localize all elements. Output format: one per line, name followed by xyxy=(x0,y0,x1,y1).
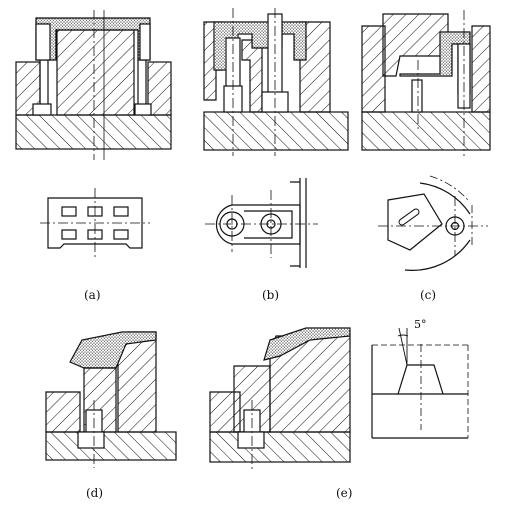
panel-b-section xyxy=(203,8,349,156)
panel-a-section xyxy=(15,10,172,160)
caption-e: (e) xyxy=(336,486,353,500)
caption-d: (d) xyxy=(86,486,104,500)
panel-angle-detail xyxy=(371,327,469,439)
caption-b: (b) xyxy=(262,288,280,302)
draft-angle-label: 5° xyxy=(414,318,427,331)
panel-c-section xyxy=(361,10,491,156)
panel-c-plan xyxy=(378,175,488,271)
panel-e-section xyxy=(209,327,351,470)
caption-a: (a) xyxy=(84,288,101,302)
panel-d-section xyxy=(45,331,177,468)
caption-c: (c) xyxy=(420,288,437,302)
panel-a-plan xyxy=(40,188,150,258)
panel-b-plan xyxy=(205,178,318,268)
